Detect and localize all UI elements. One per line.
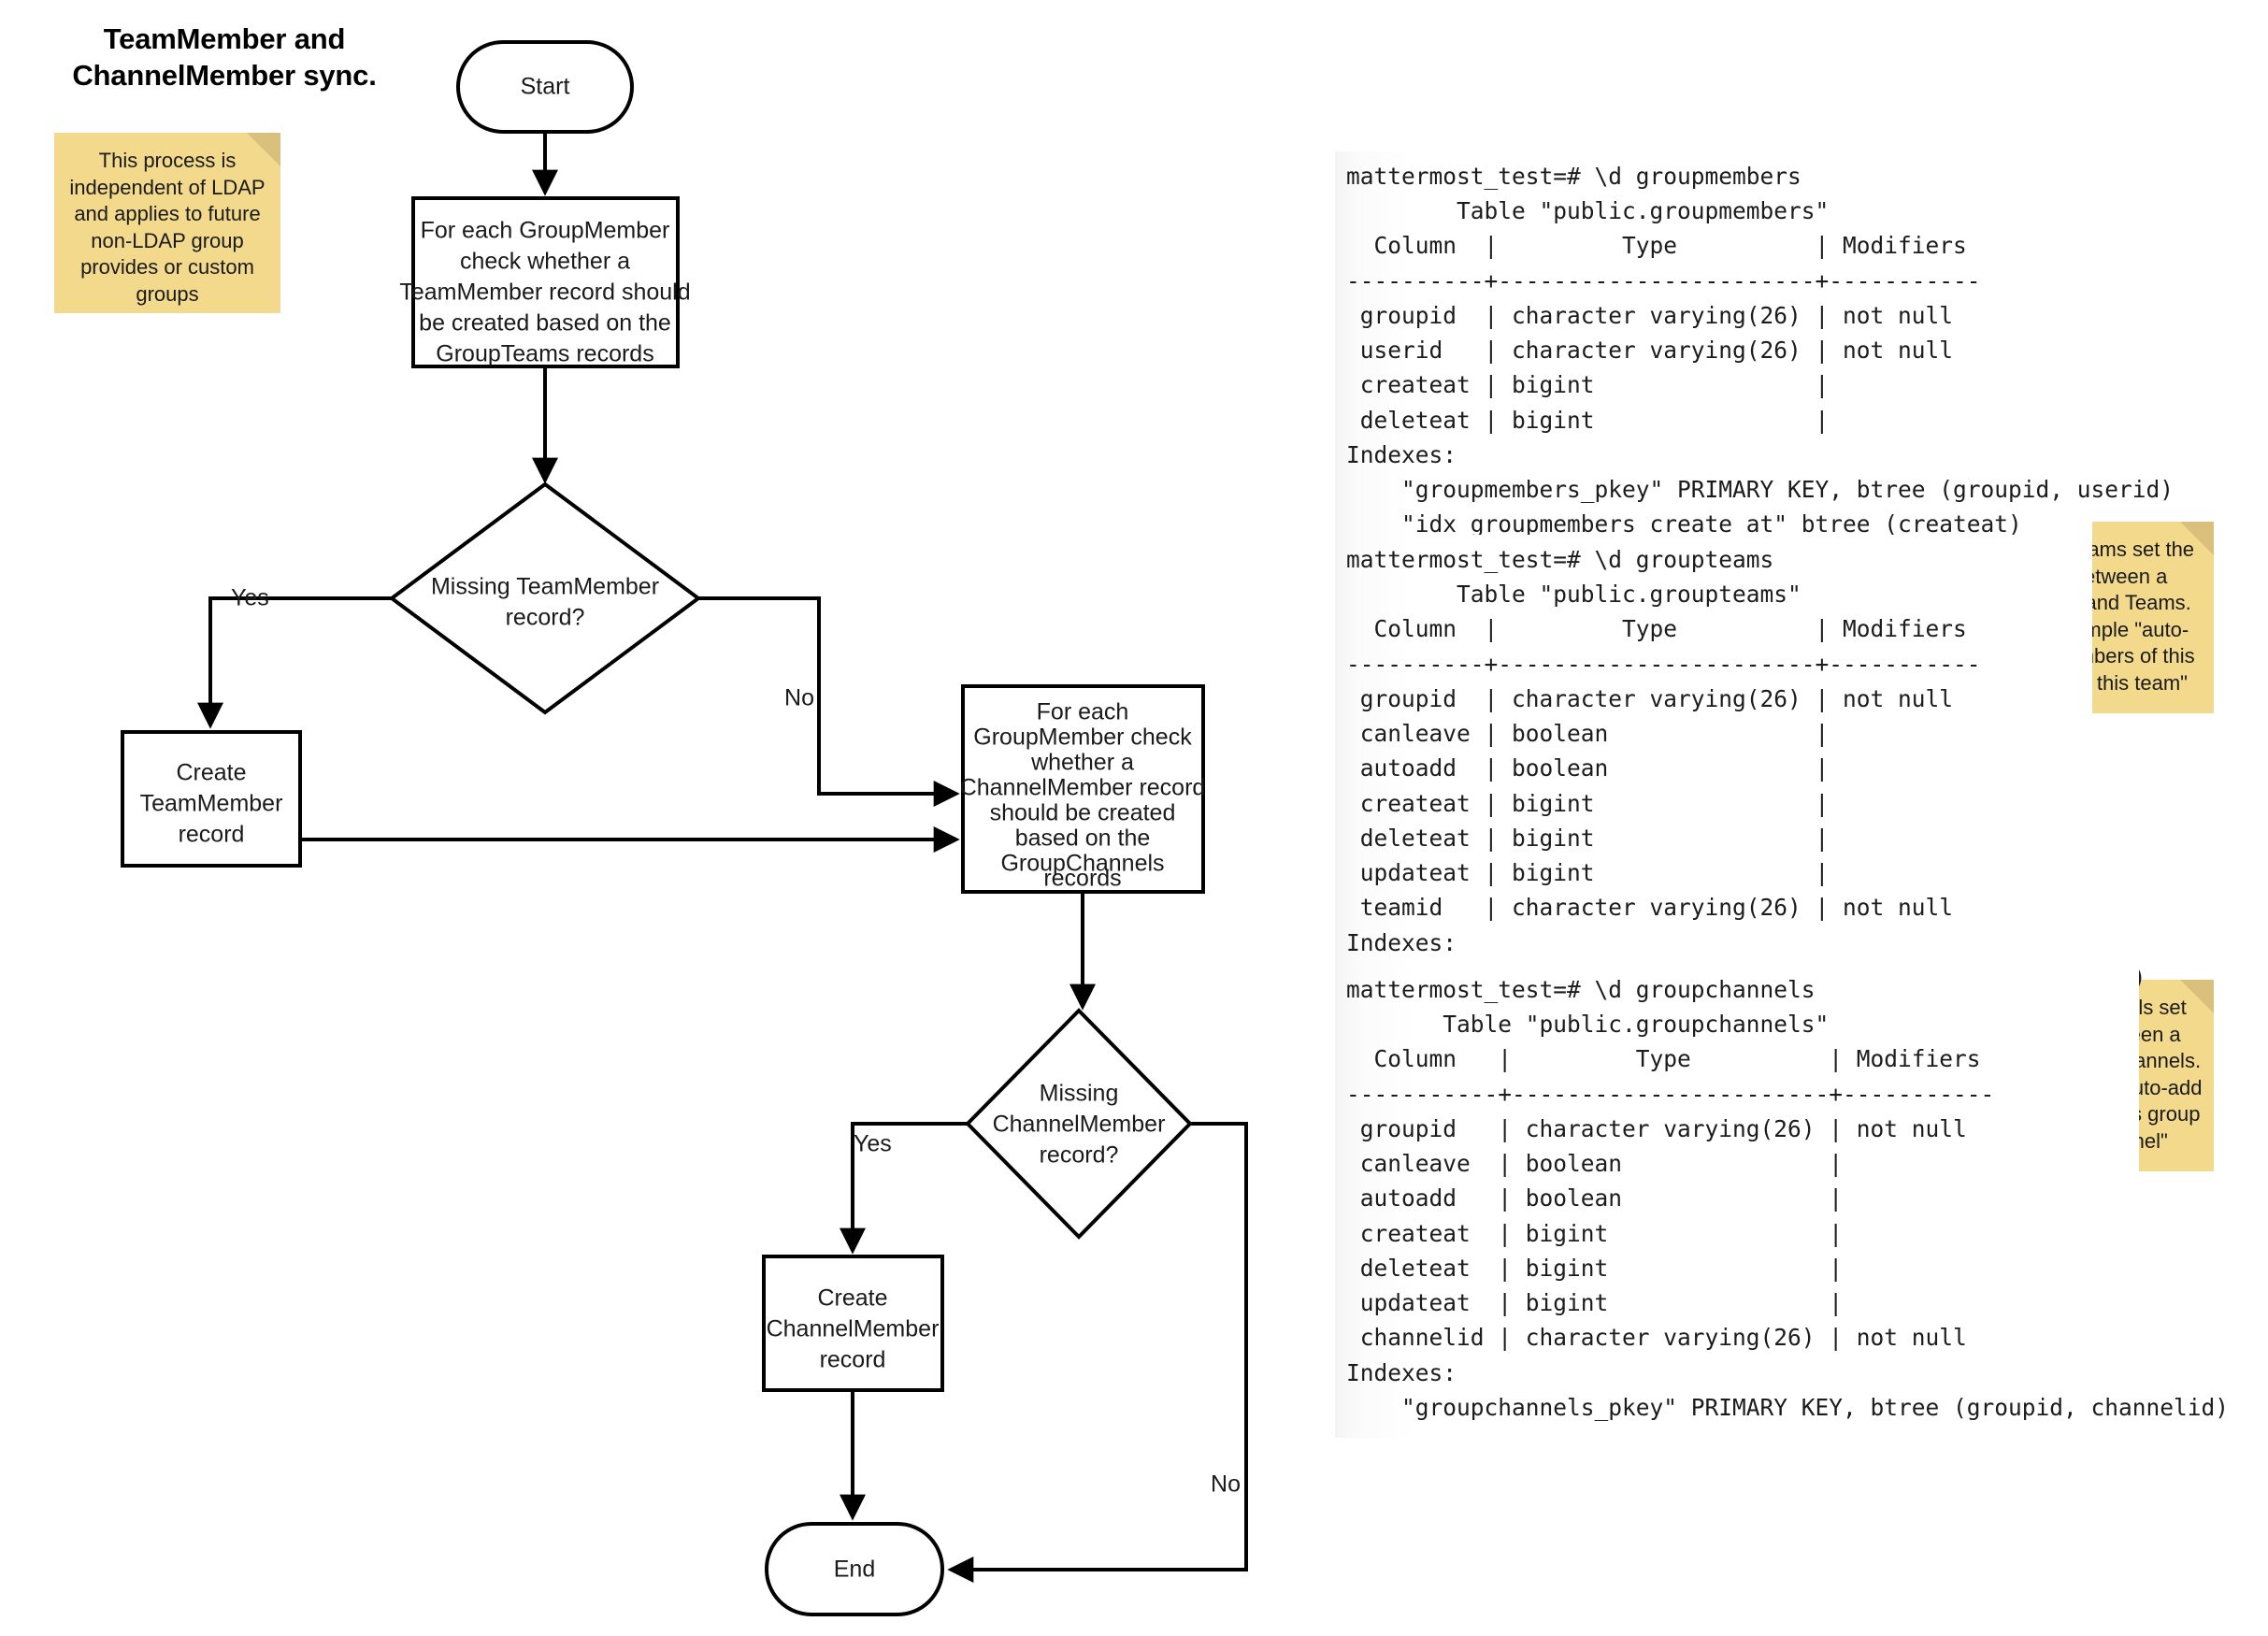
node-decision-teammember-line-1: Missing TeamMember: [431, 574, 659, 600]
node-create-teammember-line-1: Create: [176, 760, 246, 786]
node-check-channelmember-line-6: based on the: [1015, 825, 1151, 852]
node-create-teammember-line-3: record: [179, 822, 245, 848]
node-create-channelmember[interactable]: Create ChannelMember record: [762, 1255, 944, 1392]
node-check-channelmember-line-5: should be created: [990, 800, 1176, 826]
edge-decision-channelmember-no: [947, 1122, 1248, 1583]
terminal-output-groupteams: mattermost_test=# \d groupteams Table "p…: [1335, 535, 2146, 1009]
node-create-channelmember-line-2: ChannelMember: [767, 1316, 940, 1342]
node-decision-missing-teammember[interactable]: Missing TeamMember record?: [388, 481, 702, 715]
node-check-teammember-line-4: be created based on the: [419, 310, 671, 337]
edge-label-channelmember-yes: Yes: [854, 1131, 892, 1157]
edge-label-teammember-yes: Yes: [231, 585, 269, 611]
node-check-channelmember-line-1: For each: [1037, 699, 1129, 725]
node-create-teammember-line-2: TeamMember: [140, 791, 283, 817]
sticky-note-ldap: This process is independent of LDAP and …: [54, 133, 280, 313]
node-check-teammember[interactable]: For each GroupMember check whether a Tea…: [399, 196, 691, 368]
edge-decision-channelmember-yes: [840, 1122, 968, 1255]
edge-decision-teammember-no: [698, 596, 960, 807]
node-end[interactable]: End: [765, 1522, 944, 1616]
node-check-channelmember-line-7: GroupChannels: [1000, 851, 1164, 877]
node-start-label: Start: [521, 74, 570, 100]
node-create-teammember[interactable]: Create TeamMember record: [121, 730, 302, 868]
edge-decision-teammember-yes: [197, 596, 392, 729]
node-check-teammember-line-2: check whether a: [460, 249, 630, 275]
node-decision-channelmember-line-1: Missing: [1040, 1081, 1119, 1107]
node-check-channelmember-line-2: GroupMember check: [973, 725, 1192, 751]
node-check-teammember-line-3: TeamMember record should: [399, 280, 690, 306]
node-end-label: End: [834, 1557, 875, 1583]
page-title: TeamMember and ChannelMember sync.: [56, 21, 393, 94]
node-check-channelmember-line-4: ChannelMember record: [960, 775, 1206, 801]
node-decision-teammember-line-2: record?: [506, 605, 585, 631]
node-create-channelmember-line-3: record: [820, 1347, 886, 1373]
sticky-note-ldap-text: This process is independent of LDAP and …: [69, 149, 266, 306]
node-check-channelmember-line-8: records: [1043, 866, 1121, 892]
node-start[interactable]: Start: [456, 40, 634, 134]
terminal-output-groupmembers: mattermost_test=# \d groupmembers Table …: [1335, 151, 2174, 555]
node-check-teammember-line-5: GroupTeams records: [436, 341, 653, 367]
terminal-output-groupchannels: mattermost_test=# \d groupchannels Table…: [1335, 965, 2229, 1439]
title-line-2: ChannelMember sync.: [72, 59, 377, 93]
edge-label-teammember-no: No: [784, 685, 814, 711]
title-line-1: TeamMember and: [103, 22, 346, 55]
edge-label-channelmember-no: No: [1211, 1471, 1241, 1498]
node-decision-channelmember-line-2: ChannelMember: [993, 1112, 1166, 1138]
node-create-channelmember-line-1: Create: [817, 1285, 887, 1312]
node-decision-channelmember-line-3: record?: [1040, 1142, 1119, 1169]
node-decision-missing-channelmember[interactable]: Missing ChannelMember record?: [965, 1008, 1193, 1240]
node-check-teammember-line-1: For each GroupMember: [421, 218, 670, 244]
node-check-channelmember[interactable]: For each GroupMember check whether a Cha…: [960, 684, 1206, 894]
node-check-channelmember-line-3: whether a: [1030, 750, 1134, 776]
